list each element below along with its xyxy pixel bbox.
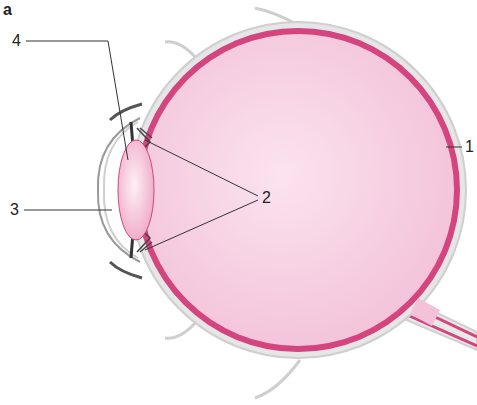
callout-number: 1 <box>465 139 474 155</box>
callout-number: 3 <box>10 202 19 218</box>
callout-number: 4 <box>12 33 21 49</box>
callout-number: 2 <box>262 190 271 206</box>
figure-letter: a <box>3 2 12 18</box>
